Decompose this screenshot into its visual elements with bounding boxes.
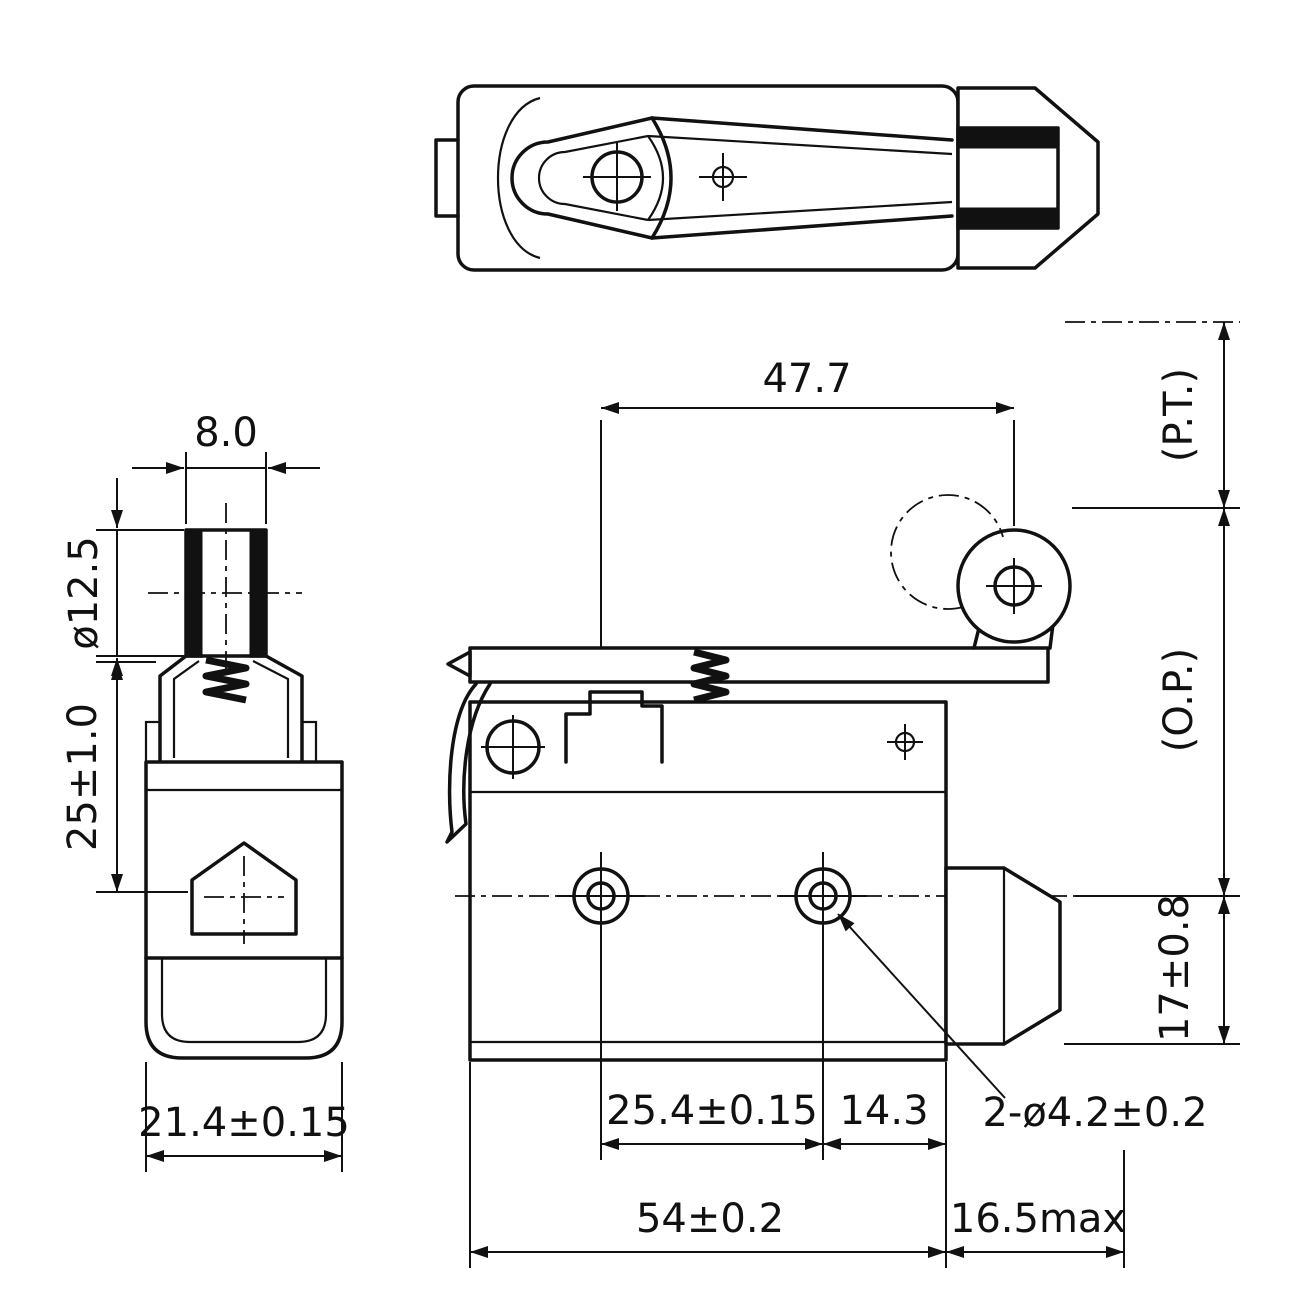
lever-edge-top-outer bbox=[650, 116, 954, 142]
lever-bar bbox=[468, 646, 1050, 684]
ext-lines-25-4 bbox=[600, 940, 824, 1160]
leader-line-hole-callout bbox=[837, 913, 1006, 1099]
main-roller-crossmark bbox=[986, 558, 1042, 614]
spring-clip-outer bbox=[510, 116, 654, 240]
dim-label-pretravel: (P.T.) bbox=[1156, 368, 1202, 462]
dim-label-hole-spacing: 25.4±0.15 bbox=[606, 1088, 818, 1134]
ext-lines-12-5 bbox=[96, 529, 184, 657]
lever-left-tab bbox=[446, 650, 472, 678]
dim-label-plunger-protrusion: 16.5max bbox=[950, 1196, 1126, 1242]
dim-label-lever-length: 47.7 bbox=[762, 356, 851, 402]
bracket-tab-left bbox=[144, 720, 162, 764]
ext-lines-25 bbox=[96, 661, 188, 893]
roller-phantom-position-arc bbox=[890, 494, 1004, 610]
ext-lines-47-7 bbox=[600, 420, 1015, 648]
dim-label-base-height: 17±0.8 bbox=[1152, 894, 1198, 1042]
ext-lines-8-0 bbox=[185, 452, 267, 524]
dim-label-roller-diameter: ø12.5 bbox=[61, 536, 107, 650]
top-view-left-notch bbox=[434, 138, 460, 218]
side-spring-coil bbox=[202, 656, 250, 704]
bottom-strap-outer bbox=[144, 956, 344, 1060]
top-view-roller-band-bottom bbox=[957, 207, 1059, 229]
dim-label-mounting-holes: 2-ø4.2±0.2 bbox=[982, 1090, 1207, 1136]
leaf-spring-hook bbox=[445, 682, 492, 844]
dim-label-body-length: 54±0.2 bbox=[636, 1196, 784, 1242]
right-small-screw-crossmark bbox=[887, 724, 923, 760]
top-view bbox=[434, 84, 1100, 272]
lever-edge-bottom-inner bbox=[647, 200, 953, 222]
bracket-arm-left-inner bbox=[172, 660, 200, 758]
top-view-inner-contour bbox=[496, 96, 541, 260]
main-side-view bbox=[445, 494, 1075, 1062]
dim-label-base-width: 21.4±0.15 bbox=[138, 1100, 350, 1146]
top-view-pivot-hole-crossmark bbox=[583, 143, 651, 211]
spring-clip-cap-outer bbox=[650, 116, 673, 240]
spring-clip-inner bbox=[537, 134, 649, 222]
bracket-arm-left bbox=[158, 654, 204, 764]
lever-edge-top-inner bbox=[647, 134, 953, 156]
dim-label-hole-to-edge: 14.3 bbox=[839, 1088, 928, 1134]
bottom-strap-inner bbox=[160, 958, 328, 1044]
stepped-bracket bbox=[564, 690, 664, 764]
bracket-arm-right bbox=[248, 654, 304, 764]
lever-edge-bottom-outer bbox=[650, 214, 954, 240]
hinge-screw-crossmark bbox=[481, 715, 545, 779]
side-roller-centerlines bbox=[148, 503, 302, 690]
bracket-arm-right-inner bbox=[252, 660, 290, 758]
dim-label-body-height: 25±1.0 bbox=[60, 703, 106, 851]
main-body-outline bbox=[468, 700, 948, 1062]
top-view-small-hole-crossmark bbox=[699, 153, 747, 201]
main-spring-coil bbox=[690, 648, 730, 704]
dim-label-operating-position: (O.P.) bbox=[1156, 648, 1202, 752]
spring-clip-cap-inner bbox=[647, 135, 665, 221]
left-side-view bbox=[144, 503, 344, 1060]
top-view-roller-band-top bbox=[957, 127, 1059, 149]
dimension-annotations: 47.7 (P.T.) (O.P.) 17±0.8 8.0 ø12.5 25±1… bbox=[60, 321, 1240, 1268]
dim-label-roller-width: 8.0 bbox=[194, 410, 258, 456]
bracket-tab-right bbox=[300, 720, 318, 764]
side-plunger-centerlines bbox=[204, 856, 284, 944]
ext-lines-54 bbox=[469, 1062, 947, 1268]
